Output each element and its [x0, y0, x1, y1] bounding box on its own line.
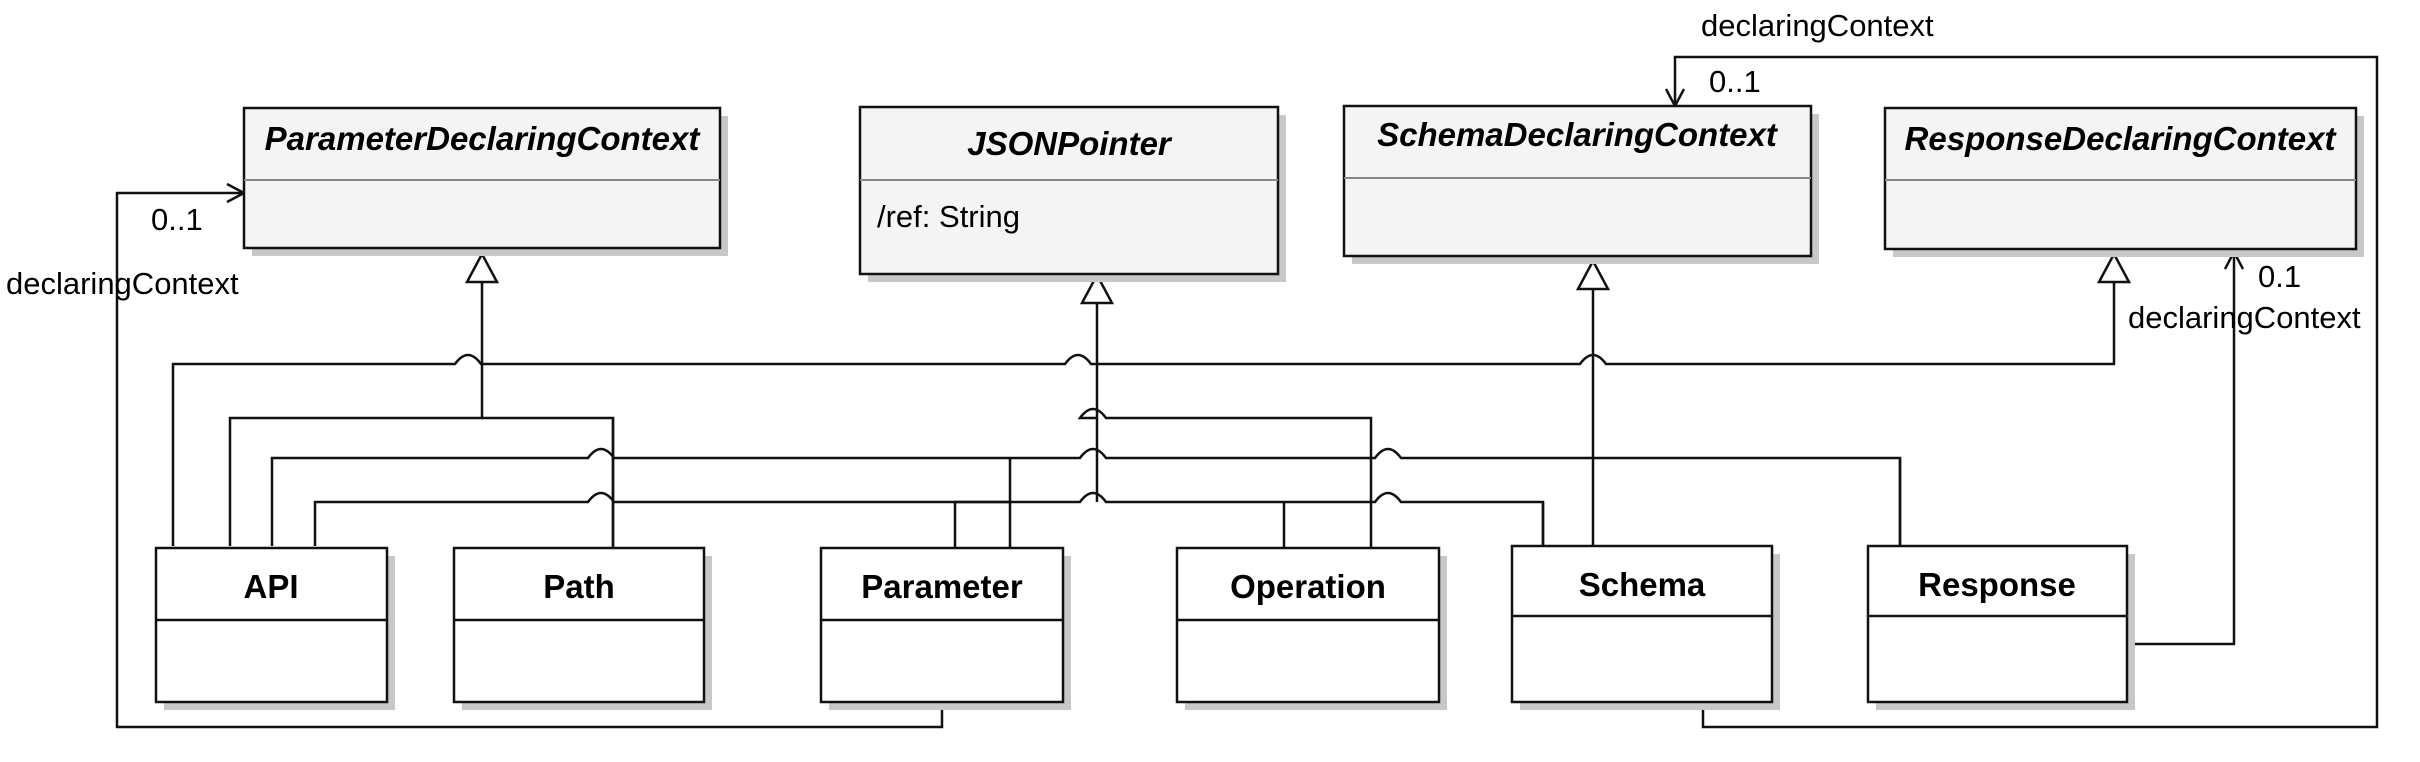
generalization-operation-to-json-pointer [1077, 407, 1373, 548]
class-path[interactable]: Path [452, 546, 712, 710]
role-parameter-context: declaringContext [6, 266, 239, 301]
class-parameter-declaring-context[interactable]: ParameterDeclaringContext [242, 106, 728, 256]
class-schema-declaring-context[interactable]: SchemaDeclaringContext [1342, 104, 1819, 264]
generalization-heads [464, 251, 2132, 305]
generalization-path-to-json-pointer [313, 491, 1545, 546]
class-name: Operation [1230, 568, 1386, 605]
class-name: ParameterDeclaringContext [265, 120, 702, 157]
role-response-context: declaringContext [2128, 300, 2361, 335]
generalization-lines [171, 275, 2116, 548]
class-name: API [243, 568, 298, 605]
class-parameter[interactable]: Parameter [819, 546, 1071, 710]
class-name: Response [1918, 566, 2076, 603]
generalization-api-to-json-pointer [270, 447, 1902, 546]
class-name: ResponseDeclaringContext [1905, 120, 2338, 157]
class-json-pointer[interactable]: JSONPointer /ref: String [858, 105, 1286, 282]
generalization-parameter-stub [953, 500, 1010, 548]
class-attribute: /ref: String [877, 199, 1020, 234]
generalization-path-to-parameter-declaring-context [482, 416, 615, 548]
generalization-head-json-pointer [1079, 272, 1115, 305]
generalization-api-to-response-declaring-context [171, 282, 2116, 546]
class-name: Parameter [861, 568, 1023, 605]
multiplicity-response-context: 0.1 [2258, 259, 2301, 294]
multiplicity-parameter-context: 0..1 [151, 202, 203, 237]
association-response-declaring-context [2127, 252, 2234, 646]
association-parameter-declaring-context [115, 193, 944, 729]
association-lines [115, 55, 2379, 729]
multiplicity-schema-context: 0..1 [1709, 64, 1761, 99]
class-name: Path [543, 568, 615, 605]
class-operation[interactable]: Operation [1175, 546, 1447, 710]
generalization-head-parameter-declaring-context [464, 251, 500, 284]
generalization-head-response-declaring-context [2096, 251, 2132, 284]
generalization-head-schema-declaring-context [1575, 258, 1611, 291]
class-name: SchemaDeclaringContext [1377, 116, 1779, 153]
class-response-declaring-context[interactable]: ResponseDeclaringContext [1883, 106, 2364, 257]
class-schema[interactable]: Schema [1510, 544, 1780, 710]
generalization-api-to-parameter-declaring-context [228, 282, 484, 546]
class-response[interactable]: Response [1866, 544, 2135, 710]
class-api[interactable]: API [154, 546, 395, 710]
role-schema-context: declaringContext [1701, 8, 1934, 43]
class-name: Schema [1579, 566, 1706, 603]
class-name: JSONPointer [967, 125, 1173, 162]
association-schema-declaring-context [1675, 55, 2379, 729]
